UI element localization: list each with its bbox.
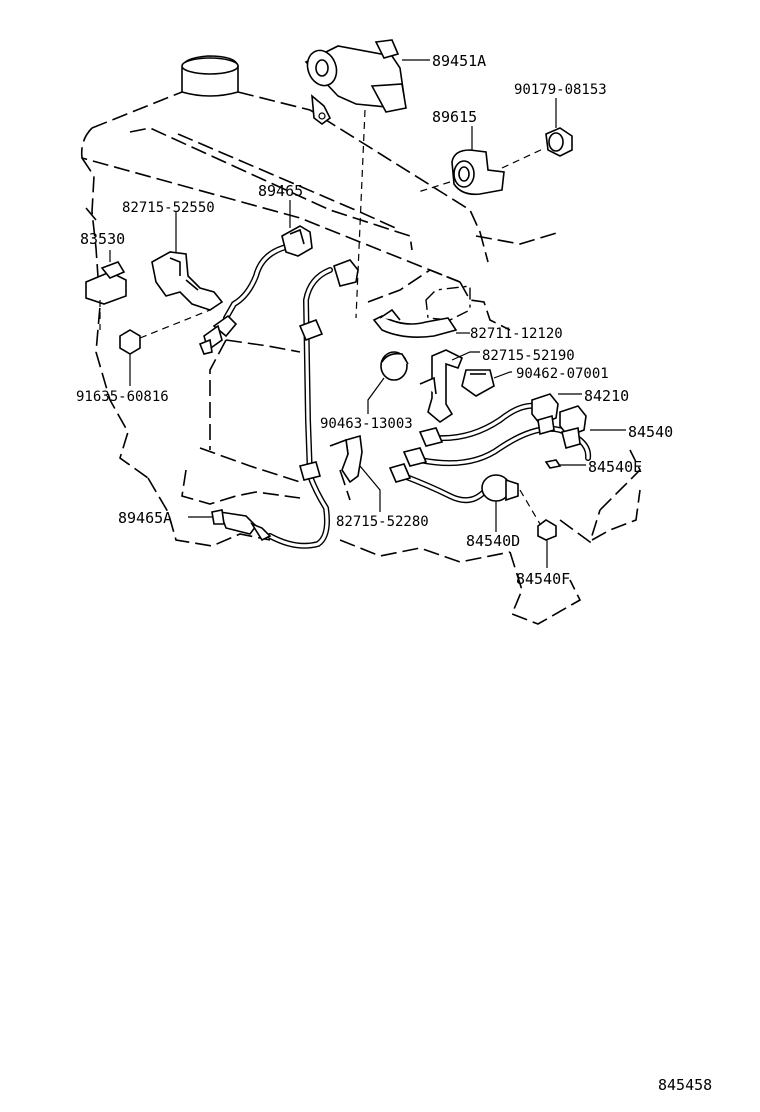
label-89615: 89615 — [432, 108, 477, 126]
engine-outline — [80, 55, 641, 625]
label-84210: 84210 — [584, 387, 629, 405]
clamp-82711-12120 — [372, 308, 470, 338]
label-91635-60816: 91635-60816 — [76, 389, 169, 405]
filler-cap-top-icon — [181, 57, 239, 75]
label-84540E: 84540E — [588, 458, 642, 476]
grommet-91635-60816 — [119, 309, 211, 386]
label-83530: 83530 — [80, 230, 125, 248]
part-labels: 89451A 90179-08153 89615 89465 82715-525… — [76, 52, 712, 1094]
label-84540F: 84540F — [516, 570, 570, 588]
label-82715-52550: 82715-52550 — [122, 200, 215, 216]
label-82715-52280: 82715-52280 — [336, 514, 429, 530]
nut-90179-08153 — [545, 98, 573, 157]
diagram-code: 845458 — [658, 1076, 712, 1094]
label-90179-08153: 90179-08153 — [514, 82, 607, 98]
oxygen-sensor-89465 — [198, 200, 313, 355]
label-89465A: 89465A — [118, 509, 172, 527]
oxygen-sensor-89465A — [188, 259, 359, 549]
knock-sensor-89615 — [417, 126, 546, 196]
cap-84540F — [537, 519, 557, 568]
switch-assembly-84210-84540 — [402, 393, 626, 469]
label-89451A: 89451A — [432, 52, 486, 70]
label-89465: 89465 — [258, 182, 303, 200]
oil-switch-83530 — [85, 250, 127, 330]
label-90462-07001: 90462-07001 — [516, 366, 609, 382]
clamp-90463-13003 — [367, 351, 409, 414]
bracket-82715-52190 — [419, 349, 480, 423]
switch-84540D — [388, 463, 541, 532]
label-82711-12120: 82711-12120 — [470, 326, 563, 342]
label-84540D: 84540D — [466, 532, 520, 550]
bracket-82715-52280 — [329, 434, 381, 512]
clamp-90462-07001 — [461, 369, 512, 397]
bracket-82715-52550 — [151, 212, 224, 311]
label-84540: 84540 — [628, 423, 673, 441]
label-82715-52190: 82715-52190 — [482, 348, 575, 364]
vsv-solenoid-89451A — [304, 39, 430, 319]
label-90463-13003: 90463-13003 — [320, 416, 413, 432]
